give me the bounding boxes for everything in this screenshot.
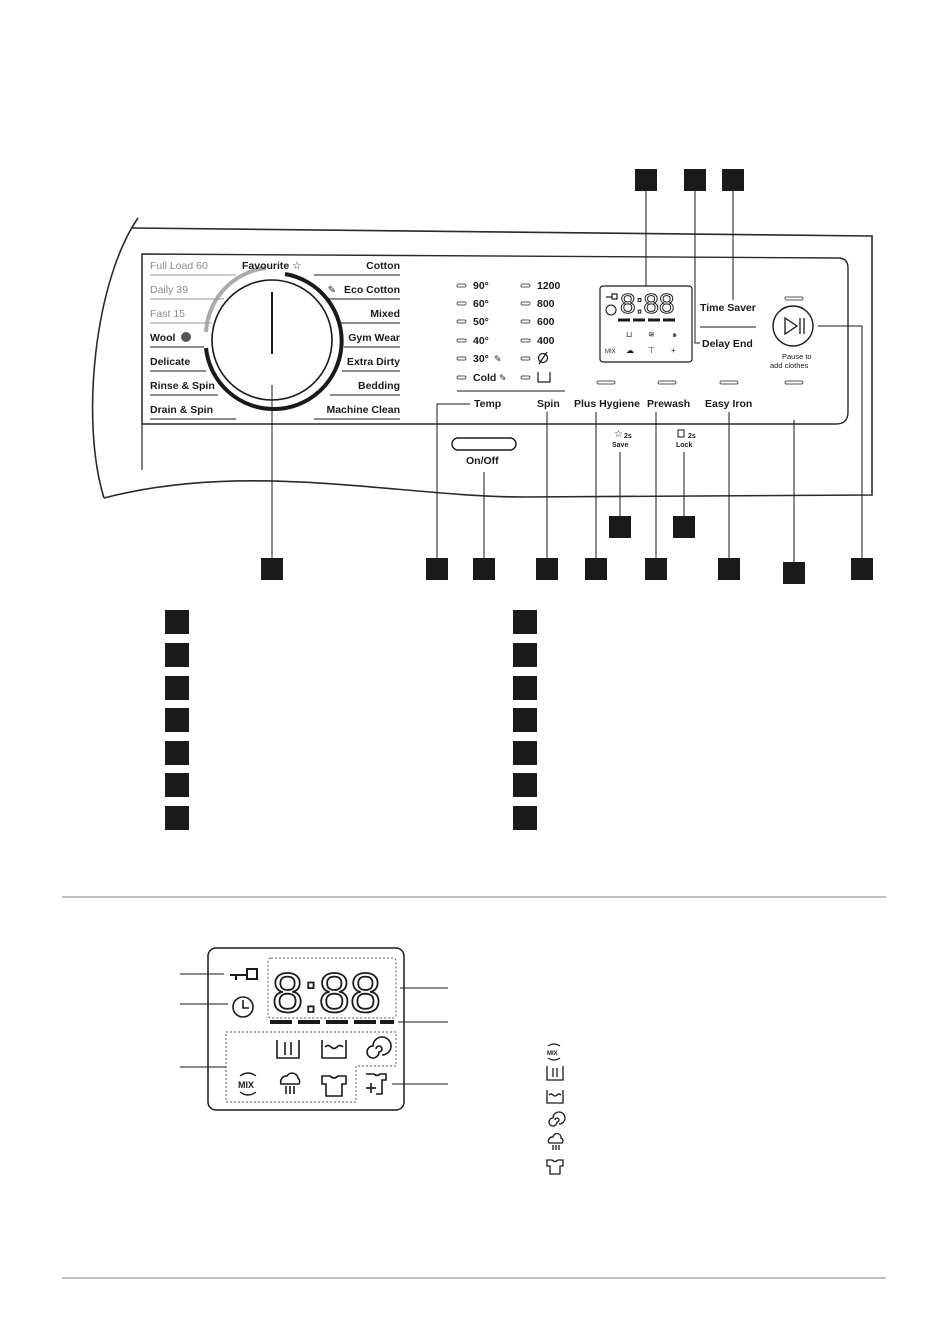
programme-dial[interactable] — [204, 266, 344, 411]
spin-600: 600 — [537, 316, 555, 328]
left-programme-list: Full Load 60 Daily 39 Fast 15 Wool Delic… — [150, 260, 236, 420]
temp-cold: Cold — [473, 372, 496, 384]
prog-machine-clean: Machine Clean — [326, 404, 400, 416]
save-label: Save — [612, 442, 628, 449]
spin-speed-list: 1200 800 600 400 — [520, 280, 561, 383]
delay-clock-icon — [605, 304, 617, 316]
plus-hygiene-button-label[interactable]: Plus Hygiene — [574, 398, 640, 410]
lock-label: Lock — [676, 442, 692, 449]
legend-spin-icon — [548, 1111, 566, 1127]
large-lock-key-icon — [230, 968, 258, 980]
large-shirt-icon — [321, 1075, 347, 1097]
svg-text:MIX: MIX — [547, 1051, 558, 1057]
temp-30: 30° — [473, 353, 489, 365]
prog-wool: Wool — [150, 332, 176, 344]
shirt-icon: ⊤ — [648, 346, 655, 355]
led-easy-iron — [719, 380, 739, 385]
play-pause-icon — [784, 316, 805, 336]
large-wash-icon — [321, 1040, 347, 1059]
led-plus-hygiene — [596, 380, 616, 385]
rinse-hold-icon — [537, 372, 551, 383]
on-off-label: On/Off — [466, 455, 499, 467]
pause-add-clothes-line2: add clothes — [770, 361, 809, 370]
prog-fast-15: Fast 15 — [150, 308, 185, 320]
led-prewash — [657, 380, 677, 385]
wool-ball-icon — [181, 332, 191, 342]
time-saver-label: Time Saver — [700, 302, 756, 314]
child-lock-icon — [677, 429, 685, 438]
steam-icon: ☁ — [626, 346, 634, 355]
prog-daily-39: Daily 39 — [150, 284, 188, 296]
wash-tub-icon: ≋ — [648, 330, 655, 339]
legend-shirt-icon — [546, 1159, 564, 1175]
led-right — [784, 380, 804, 385]
large-spin-icon — [366, 1036, 392, 1059]
spin-swirl-icon: ๑ — [672, 330, 677, 339]
temperature-list: 90° 60° 50° 40° 30° ✎ Cold ✎ — [456, 280, 507, 384]
prog-gym-wear: Gym Wear — [348, 332, 400, 344]
temp-40: 40° — [473, 335, 489, 347]
legend-prewash-icon — [546, 1066, 564, 1081]
temp-50: 50° — [473, 316, 489, 328]
large-prewash-icon — [276, 1040, 300, 1059]
spin-800: 800 — [537, 298, 555, 310]
mix-icon: MIX — [605, 349, 616, 355]
prog-cotton: Cotton — [366, 260, 400, 272]
easy-iron-button-label[interactable]: Easy Iron — [705, 398, 752, 410]
icon-legend: MIX — [546, 1043, 566, 1175]
leaf-icon: ✎ — [499, 373, 507, 383]
prog-rinse-spin: Rinse & Spin — [150, 380, 215, 392]
temp-60: 60° — [473, 298, 489, 310]
large-delay-clock-icon — [232, 996, 254, 1018]
legend-steam-icon — [547, 1132, 564, 1150]
prog-mixed: Mixed — [370, 308, 400, 320]
spin-1200: 1200 — [537, 280, 561, 292]
right-programme-list: Cotton Eco Cotton ✎ Mixed Gym Wear Extra… — [314, 260, 400, 420]
pause-add-clothes-line1: Pause to — [782, 352, 812, 361]
callout-markers — [261, 169, 873, 584]
lock-key-icon — [606, 293, 618, 300]
large-display-leaders — [180, 973, 448, 1085]
leaf-icon: ✎ — [328, 285, 336, 296]
spin-400: 400 — [537, 335, 555, 347]
large-display-digits: 8:88 — [272, 961, 381, 1024]
save-time-label: 2s — [624, 433, 632, 440]
delay-end-label: Delay End — [702, 338, 753, 350]
prog-favourite: Favourite ☆ — [242, 260, 302, 272]
temp-90: 90° — [473, 280, 489, 292]
no-spin-icon — [537, 351, 549, 365]
prog-bedding: Bedding — [358, 380, 400, 392]
prewash-button-label[interactable]: Prewash — [647, 398, 690, 410]
legend-wash-icon — [546, 1090, 564, 1104]
prog-drain-spin: Drain & Spin — [150, 404, 213, 416]
large-mix-icon: MIX — [238, 1072, 257, 1096]
legend-markers — [165, 610, 537, 830]
panel-buttons: Time Saver Delay End Pause to add clothe… — [451, 296, 814, 467]
temp-button-label[interactable]: Temp — [474, 398, 501, 410]
add-clothes-icon: + — [671, 346, 676, 355]
legend-mix-icon: MIX — [547, 1043, 561, 1061]
prog-delicate: Delicate — [150, 356, 190, 368]
large-add-clothes-icon — [366, 1073, 387, 1095]
led-top-right — [784, 296, 804, 301]
prog-extra-dirty: Extra Dirty — [347, 356, 400, 368]
large-steam-icon — [279, 1072, 301, 1094]
svg-text:MIX: MIX — [238, 1080, 254, 1090]
panel-display: 8:88 ⊔ ≋ ๑ MIX ☁ ⊤ + — [599, 285, 693, 363]
prog-full-load-60: Full Load 60 — [150, 260, 208, 272]
leader-lines — [271, 191, 863, 562]
prog-eco-cotton: Eco Cotton — [344, 284, 400, 296]
prewash-tub-icon: ⊔ — [626, 330, 632, 339]
leaf-icon: ✎ — [494, 354, 502, 364]
on-off-button[interactable] — [451, 437, 517, 451]
panel-display-digits: 8:88 — [620, 288, 675, 319]
favourite-star-icon: ☆ — [614, 429, 623, 440]
start-pause-button[interactable] — [772, 305, 814, 347]
spin-button-label[interactable]: Spin — [537, 398, 560, 410]
lock-time-label: 2s — [688, 433, 696, 440]
panel-outline — [91, 217, 873, 499]
large-display: 8:88 MIX — [207, 947, 405, 1111]
